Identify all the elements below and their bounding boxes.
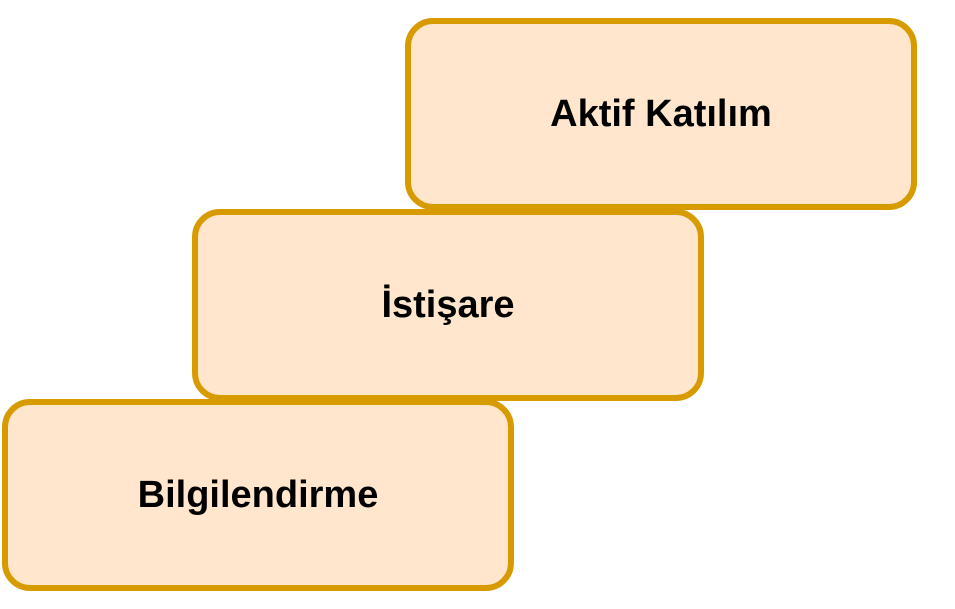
step-bilgilendirme-box: Bilgilendirme — [2, 399, 514, 591]
step-label: İstişare — [381, 283, 515, 326]
step-istisare-box: İstişare — [192, 209, 704, 401]
step-aktif-katilim-box: Aktif Katılım — [405, 18, 917, 210]
step-label: Aktif Katılım — [550, 92, 772, 135]
step-label: Bilgilendirme — [137, 473, 379, 516]
